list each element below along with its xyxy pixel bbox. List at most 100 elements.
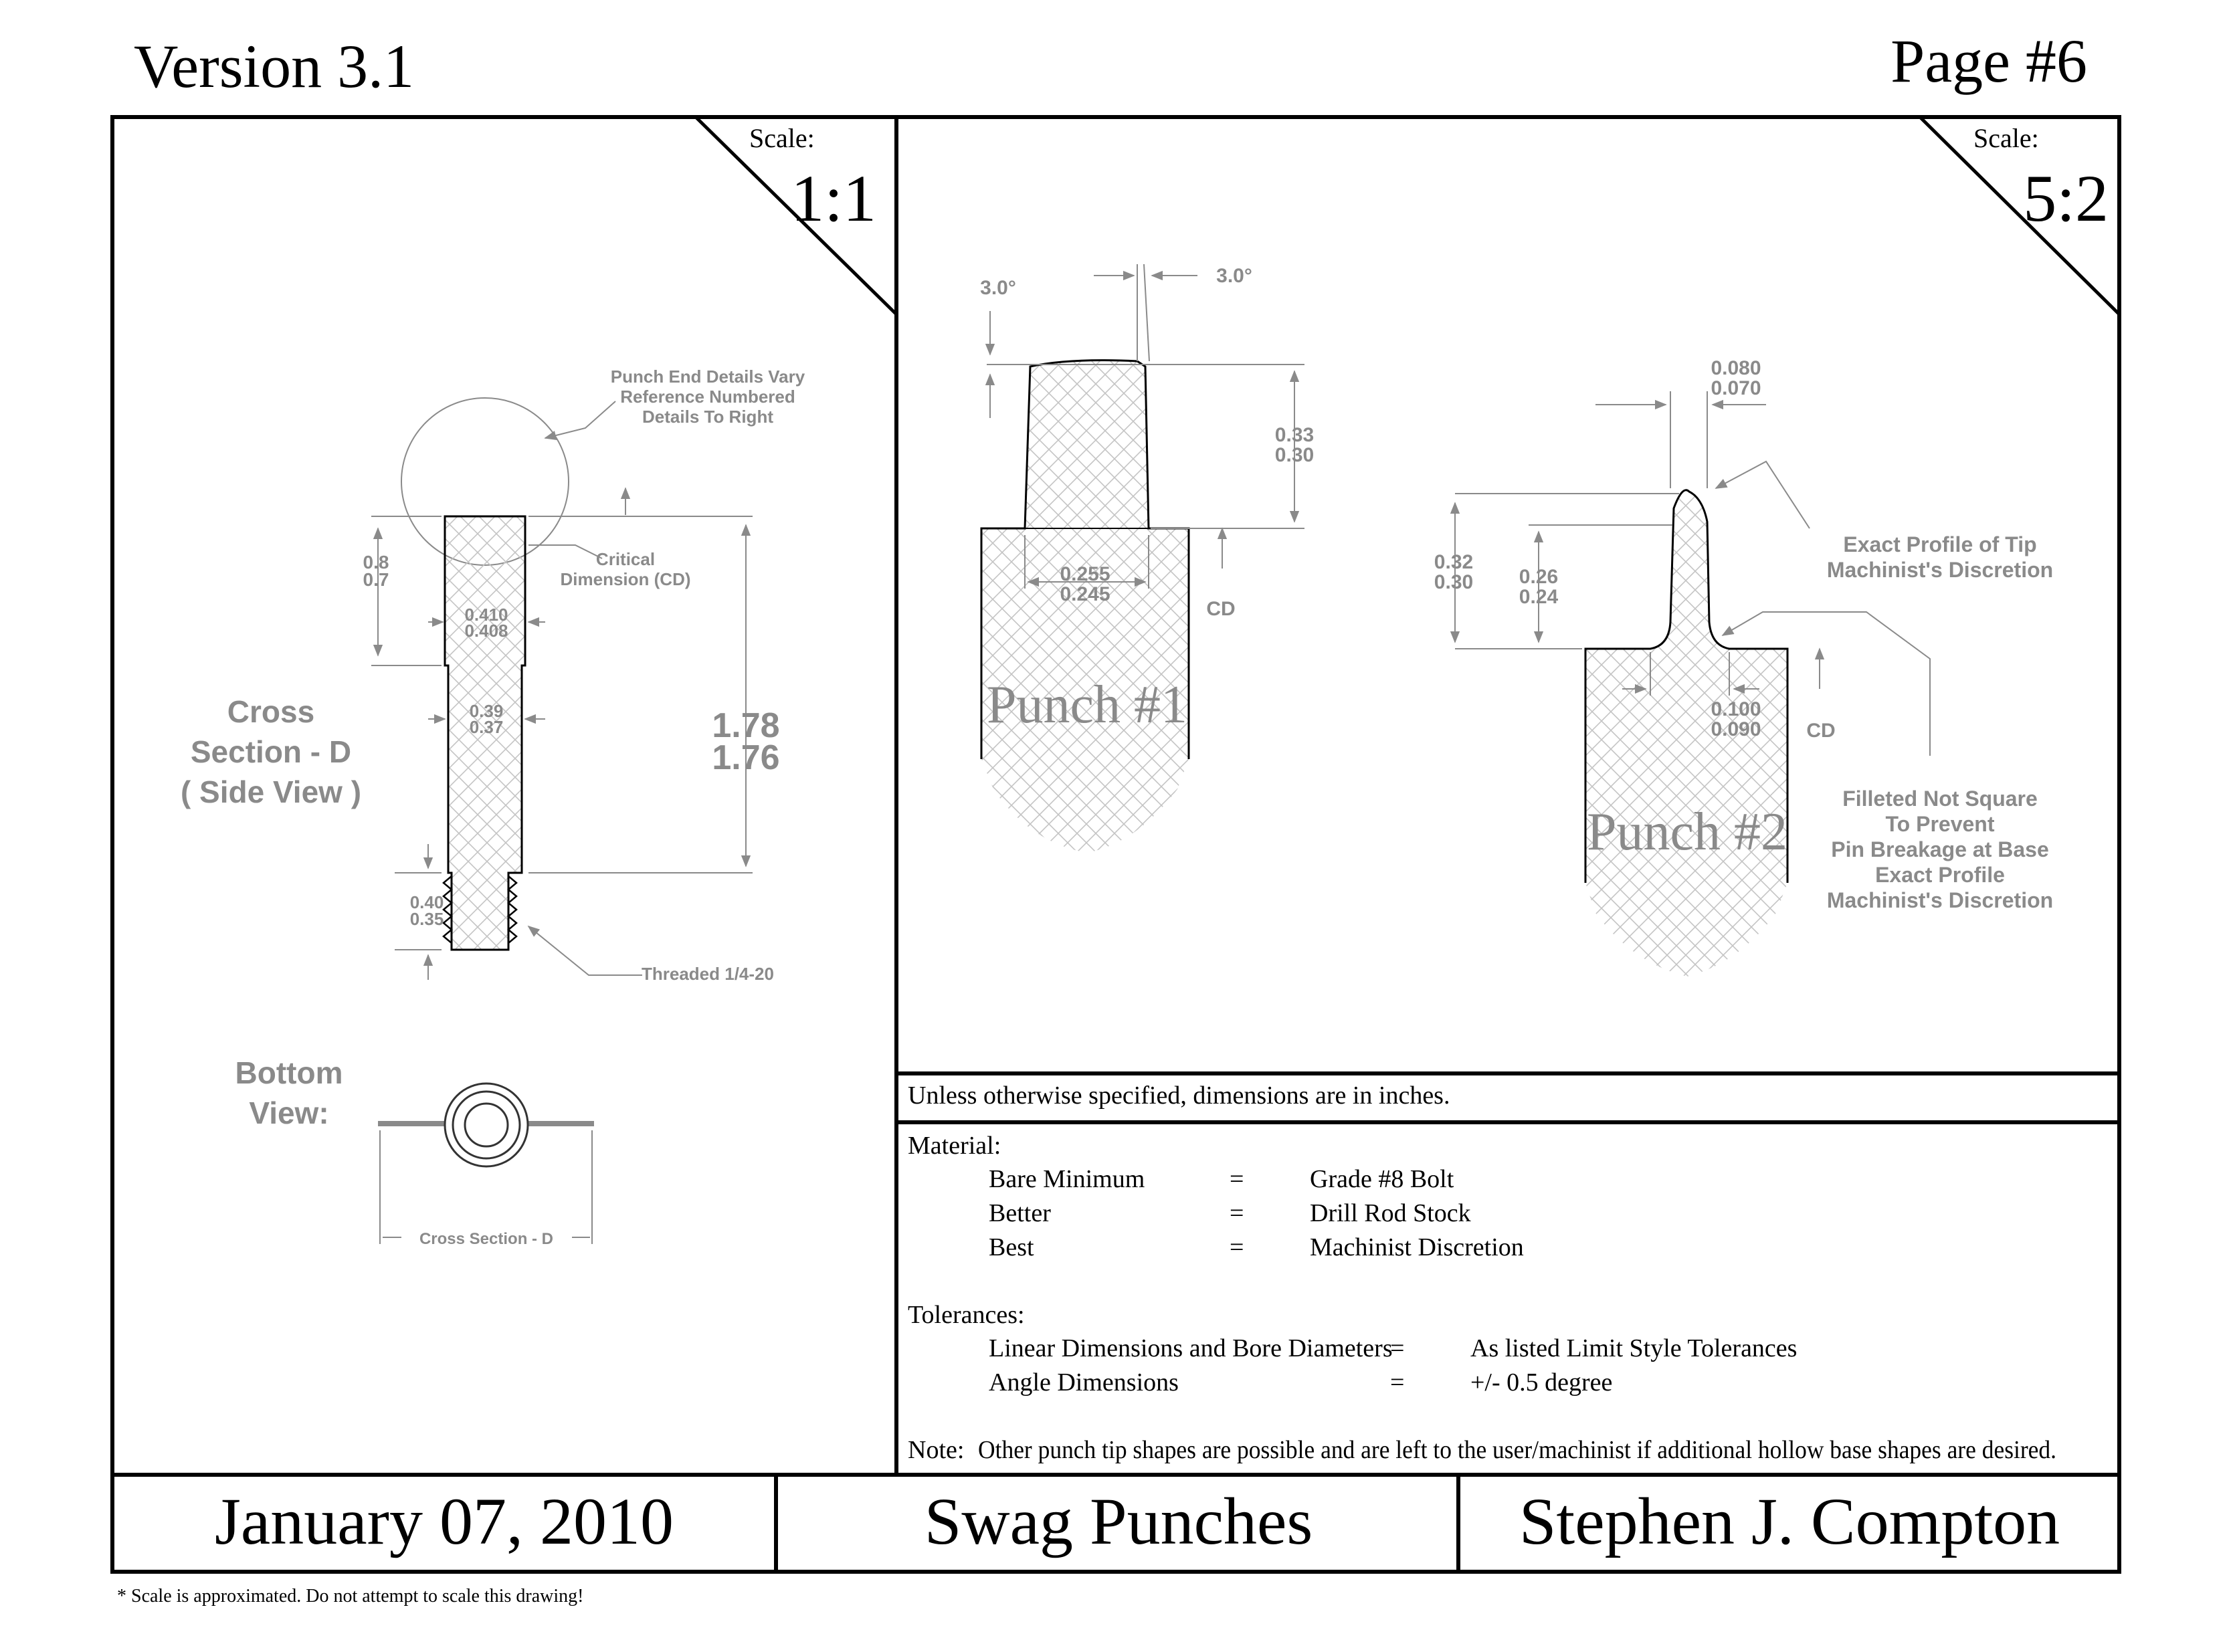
material-row-value: Grade #8 Bolt	[1310, 1165, 1454, 1193]
left-dimension-lines	[371, 487, 753, 980]
svg-text:Bottom: Bottom	[235, 1055, 343, 1090]
tolerance-row-eq: =	[1390, 1334, 1404, 1362]
border-frame	[110, 115, 2121, 1574]
punch-end-note: Punch End Details Vary Reference Numbere…	[611, 367, 805, 427]
svg-text:Exact Profile: Exact Profile	[1875, 863, 2005, 887]
svg-text:0.410: 0.410	[464, 605, 508, 625]
svg-text:0.32: 0.32	[1434, 551, 1473, 573]
svg-text:0.090: 0.090	[1711, 718, 1761, 740]
svg-text:0.080: 0.080	[1711, 357, 1761, 379]
left-dimension-values: 0.8 0.7 0.410 0.408 0.39 0.37 1.78 1.76 …	[363, 552, 780, 929]
svg-text:0.40: 0.40	[410, 892, 444, 912]
svg-text:0.245: 0.245	[1060, 583, 1110, 605]
tolerances-title: Tolerances:	[908, 1301, 1025, 1329]
threaded-label: Threaded 1/4-20	[642, 964, 774, 984]
svg-text:0.35: 0.35	[410, 909, 444, 929]
tolerance-row-value: +/- 0.5 degree	[1470, 1368, 1612, 1397]
svg-text:0.26: 0.26	[1519, 566, 1558, 588]
svg-text:Machinist's Discretion: Machinist's Discretion	[1827, 888, 2053, 912]
material-row-eq: =	[1230, 1165, 1244, 1193]
material-row-value: Drill Rod Stock	[1310, 1199, 1471, 1227]
right-scale-corner: Scale: 5:2	[1919, 116, 2121, 316]
version-label: Version 3.1	[134, 32, 414, 100]
svg-text:1.78: 1.78	[712, 706, 779, 745]
material-row-grade: Bare Minimum	[989, 1165, 1145, 1193]
svg-text:1.76: 1.76	[712, 738, 779, 777]
svg-text:View:: View:	[249, 1096, 328, 1130]
right-scale-label: Scale:	[1973, 123, 2039, 153]
svg-text:Machinist's Discretion: Machinist's Discretion	[1827, 558, 2053, 582]
svg-text:3.0°: 3.0°	[1216, 265, 1252, 287]
fillet-note: Filleted Not Square To Prevent Pin Break…	[1827, 787, 2053, 912]
drawing-author: Stephen J. Compton	[1519, 1484, 2060, 1558]
thread-zigzag	[442, 875, 518, 944]
page-number: Page #6	[1890, 27, 2087, 95]
bottom-view-label: Bottom View:	[235, 1055, 343, 1130]
units-note: Unless otherwise specified, dimensions a…	[908, 1081, 1450, 1110]
svg-text:0.7: 0.7	[363, 569, 389, 590]
material-section: Material: Bare Minimum = Grade #8 Bolt B…	[908, 1132, 1524, 1261]
right-scale-value: 5:2	[2023, 161, 2109, 235]
svg-text:( Side View ): ( Side View )	[181, 775, 361, 809]
punch-2-label: Punch #2	[1587, 803, 1787, 861]
svg-text:0.8: 0.8	[363, 552, 389, 573]
material-row-value: Machinist Discretion	[1310, 1233, 1524, 1261]
svg-text:0.408: 0.408	[464, 621, 508, 641]
tolerances-section: Tolerances: Linear Dimensions and Bore D…	[908, 1301, 1797, 1397]
left-scale-label: Scale:	[749, 123, 815, 153]
svg-text:Punch End Details Vary: Punch End Details Vary	[611, 367, 805, 387]
svg-text:0.255: 0.255	[1060, 563, 1110, 585]
svg-text:0.30: 0.30	[1275, 444, 1314, 466]
punch-1-drawing	[980, 359, 1190, 853]
svg-text:Dimension (CD): Dimension (CD)	[561, 569, 691, 589]
svg-text:3.0°: 3.0°	[980, 277, 1016, 299]
note-label: Note:	[908, 1436, 964, 1464]
svg-text:0.24: 0.24	[1519, 586, 1559, 608]
tip-profile-note: Exact Profile of Tip Machinist's Discret…	[1827, 532, 2053, 582]
svg-text:0.39: 0.39	[470, 701, 504, 721]
svg-text:Details To Right: Details To Right	[642, 407, 773, 427]
scale-footnote: * Scale is approximated. Do not attempt …	[117, 1586, 584, 1607]
critical-dimension-label: Critical Dimension (CD)	[561, 549, 691, 589]
svg-text:Reference Numbered: Reference Numbered	[620, 387, 795, 407]
drawing-title: Swag Punches	[925, 1484, 1313, 1558]
material-row-eq: =	[1230, 1233, 1244, 1261]
svg-text:0.070: 0.070	[1711, 377, 1761, 399]
material-row-grade: Best	[989, 1233, 1034, 1261]
tolerance-row-eq: =	[1390, 1368, 1404, 1397]
cross-section-side-view	[442, 515, 526, 951]
tolerance-row-value: As listed Limit Style Tolerances	[1470, 1334, 1797, 1362]
svg-text:0.100: 0.100	[1711, 698, 1761, 720]
svg-text:Filleted Not Square: Filleted Not Square	[1842, 787, 2038, 811]
left-scale-value: 1:1	[791, 161, 876, 235]
tolerance-row-item: Linear Dimensions and Bore Diameters	[989, 1334, 1393, 1362]
svg-text:Critical: Critical	[596, 549, 655, 569]
general-note: Note: Other punch tip shapes are possibl…	[908, 1436, 2056, 1464]
material-row-eq: =	[1230, 1199, 1244, 1227]
left-scale-corner: Scale: 1:1	[694, 116, 898, 316]
svg-text:CD: CD	[1806, 720, 1835, 742]
note-text: Other punch tip shapes are possible and …	[978, 1436, 2056, 1464]
punch-1-label: Punch #1	[987, 676, 1187, 734]
punch-2-values: 0.080 0.070 0.32 0.30 0.26 0.24 0.100 0.…	[1434, 357, 1836, 742]
punch-1-dimensions	[985, 264, 1304, 589]
svg-text:0.37: 0.37	[470, 717, 504, 737]
svg-text:0.33: 0.33	[1275, 424, 1314, 446]
drawing-date: January 07, 2010	[215, 1484, 674, 1558]
svg-text:Cross: Cross	[227, 694, 314, 729]
punch-end-leader	[544, 401, 616, 441]
punch-1-values: 3.0° 3.0° 0.33 0.30 0.255 0.245 CD	[980, 265, 1314, 620]
svg-text:0.30: 0.30	[1434, 571, 1473, 593]
svg-text:Exact Profile of Tip: Exact Profile of Tip	[1843, 532, 2036, 556]
punch-2-dimensions	[1450, 391, 1931, 756]
material-title: Material:	[908, 1132, 1001, 1160]
section-title: Cross Section - D ( Side View )	[181, 694, 361, 809]
svg-text:Section - D: Section - D	[191, 734, 351, 769]
svg-text:CD: CD	[1206, 598, 1235, 620]
punch-2-drawing	[1584, 489, 1789, 976]
bottom-view-drawing	[378, 1082, 594, 1244]
svg-text:Pin Breakage at Base: Pin Breakage at Base	[1831, 837, 2049, 861]
svg-text:To Prevent: To Prevent	[1886, 812, 1995, 836]
section-marker-label: Cross Section - D	[419, 1230, 553, 1248]
